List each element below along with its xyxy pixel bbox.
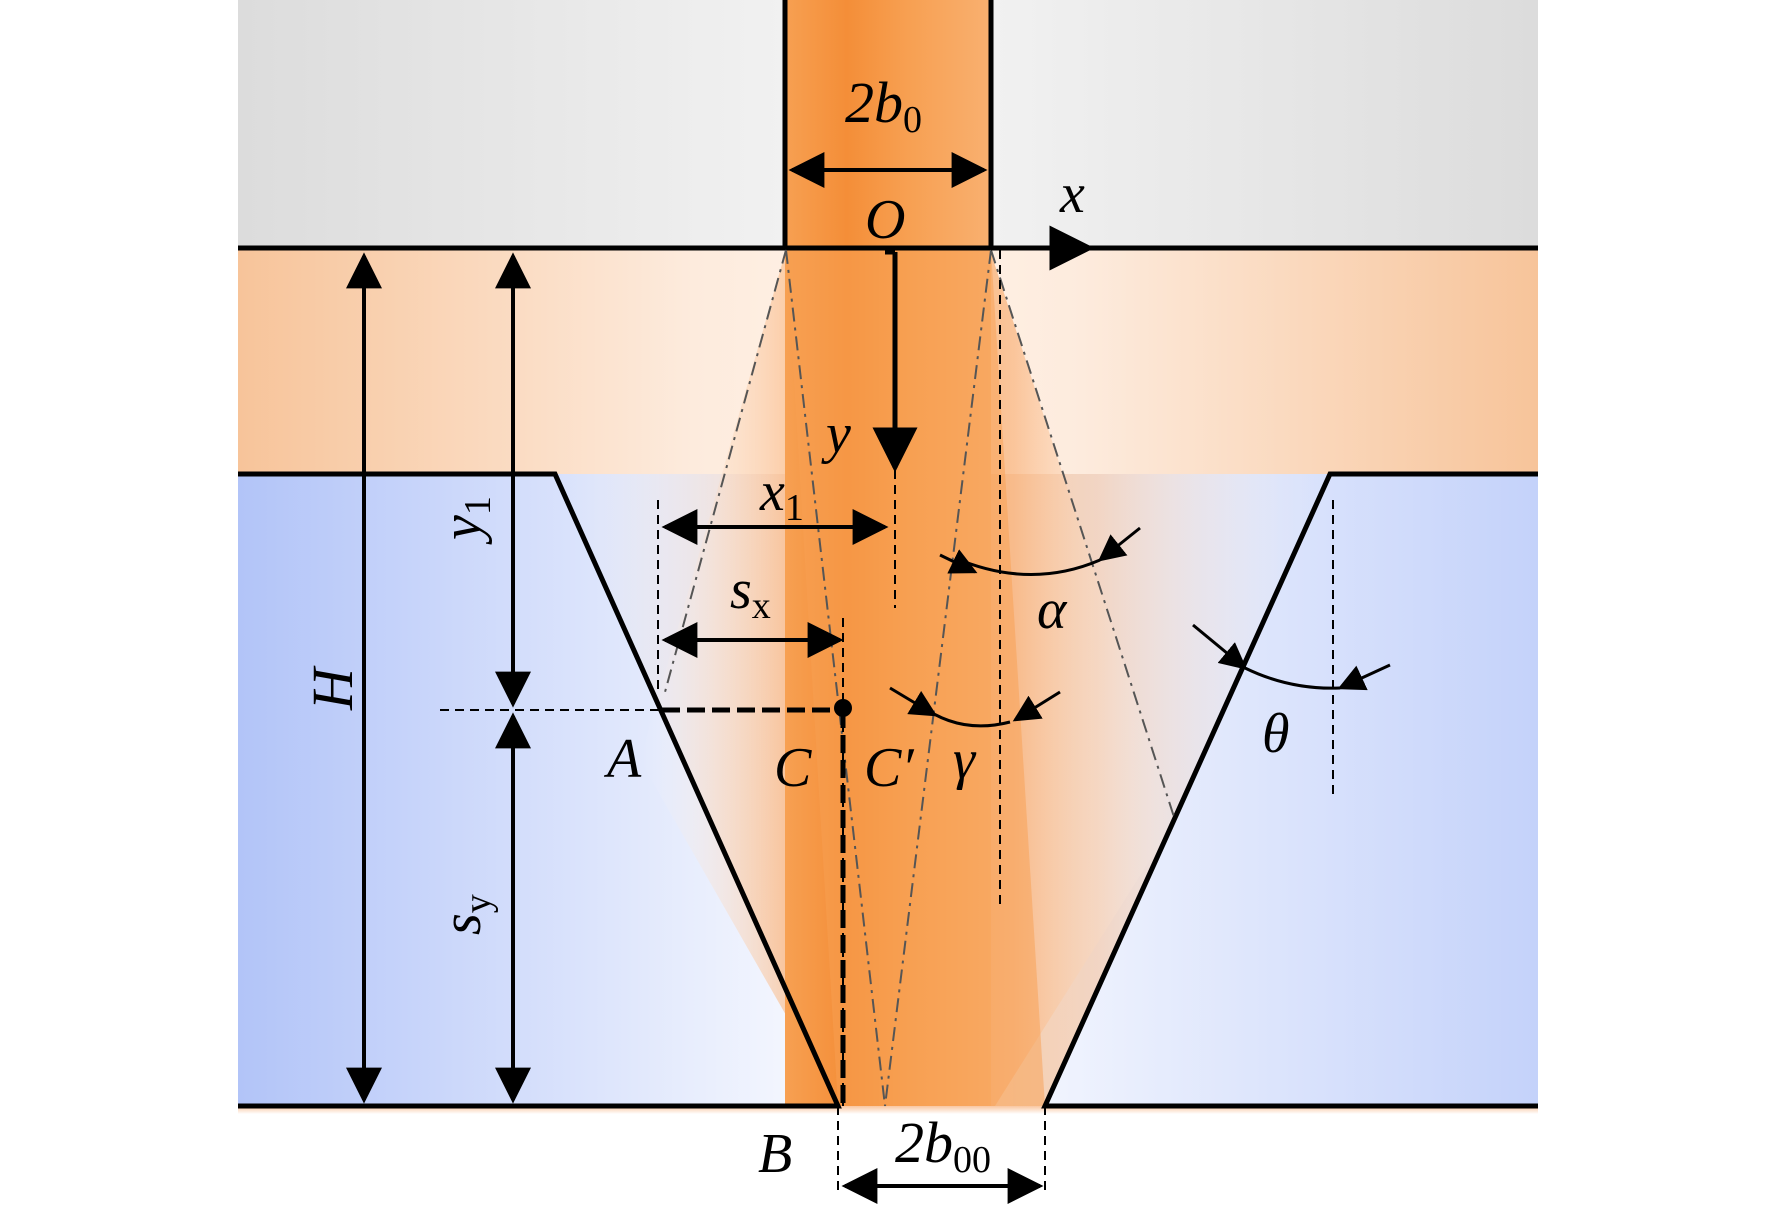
label-2b0: 2b0 xyxy=(845,70,922,141)
label-x-axis: x xyxy=(1059,163,1085,225)
label-theta: θ xyxy=(1262,703,1290,765)
label-A: A xyxy=(603,728,642,790)
point-c-marker xyxy=(834,699,852,717)
jet-spread-lines xyxy=(664,249,1176,1107)
theta-arrow-right xyxy=(1337,663,1391,691)
jet-lower xyxy=(786,250,1045,1106)
label-x1: x1 xyxy=(759,461,804,529)
label-y-axis: y xyxy=(821,403,851,465)
acb-path xyxy=(662,707,846,1106)
label-C-prime: C′ xyxy=(864,737,914,799)
scour-right-boundary xyxy=(1041,471,1538,1109)
label-gamma: γ xyxy=(953,729,977,791)
label-C: C xyxy=(774,737,812,799)
theta-arc xyxy=(1244,666,1341,690)
gamma-arrow-right xyxy=(1012,690,1061,722)
label-origin: O xyxy=(865,189,905,251)
label-sy: sy xyxy=(431,894,499,935)
alpha-arrow-right xyxy=(1097,526,1141,562)
bottom-strip xyxy=(238,1106,1538,1114)
label-y1: y1 xyxy=(431,496,499,545)
scour-left-boundary xyxy=(238,471,842,1109)
theta-arrow-left xyxy=(1192,623,1248,670)
label-sx: sx xyxy=(730,559,771,627)
label-B: B xyxy=(758,1123,792,1185)
alpha-arrow-left xyxy=(939,549,978,574)
label-alpha: α xyxy=(1037,579,1068,641)
label-H: H xyxy=(300,665,365,711)
label-2b00: 2b00 xyxy=(895,1110,991,1181)
gamma-arrow-left xyxy=(889,686,938,717)
